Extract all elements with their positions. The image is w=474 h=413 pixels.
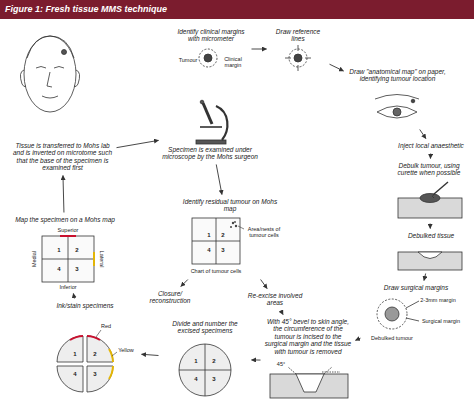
part-label: 45° [277, 361, 285, 367]
divided-specimen [179, 344, 231, 396]
flow-arrow [356, 338, 361, 340]
step-text: Debulk tumour, using curette when possib… [390, 162, 468, 177]
callout-number: 2 [212, 358, 215, 365]
flow-arrow [424, 274, 426, 281]
part-label: Superior [58, 227, 79, 233]
step-text: Draw reference lines [270, 28, 326, 43]
residual-tumour-map [192, 218, 244, 264]
part-label: Medial [31, 251, 37, 267]
step-text: Re-excise involved areas [242, 292, 308, 307]
callout-number: 2 [75, 247, 78, 254]
part-label: Inferior [59, 284, 76, 290]
step-node: With 45° bevel to skin angle, the circum… [262, 316, 354, 406]
callout-number: 4 [57, 266, 60, 273]
step-node: Debulked tissue [392, 230, 470, 272]
part-label: Surgical margin [422, 318, 460, 324]
flow-arrow [430, 224, 431, 229]
step-node: Debulk tumour, using curette when possib… [388, 160, 470, 222]
title-bar: Figure 1: Fresh tissue MMS technique [0, 0, 474, 19]
callout-number: 1 [57, 247, 60, 254]
part-label: Area/nests of tumour cells [245, 226, 283, 238]
step-node: Draw "anatomical map" on paper, identify… [345, 66, 450, 128]
flow-arrow [216, 164, 222, 194]
debulked-tissue-sketch [398, 252, 462, 270]
flow-arrow [73, 294, 74, 299]
step-text: Draw "anatomical map" on paper, identify… [347, 68, 448, 83]
patient-face [20, 36, 79, 112]
step-text: With 45° bevel to skin angle, the circum… [264, 318, 352, 355]
debulk-sketch [398, 182, 462, 218]
part-label: Tumour [179, 57, 198, 63]
callout-number: 4 [194, 376, 197, 383]
mohs-map [42, 236, 94, 282]
part-label: Red [101, 323, 111, 329]
flow-arrow [261, 280, 267, 289]
callout-number: 1 [207, 232, 210, 239]
flow-arrow [142, 354, 159, 355]
step-node: Re-excise involved areas [240, 290, 310, 309]
step-text: Draw surgical margins [364, 284, 468, 291]
flow-arrow [252, 359, 261, 360]
step-text: Tissue is transferred to Mohs lab and is… [12, 142, 113, 172]
reference-lines [285, 45, 311, 71]
callout-number: 3 [93, 371, 96, 378]
step-node: Draw reference lines [268, 26, 328, 72]
callout-number: 2 [93, 351, 96, 358]
step-text: Divide and number the excised specimens [162, 320, 248, 335]
flow-arrow [117, 140, 159, 147]
step-text: Closure/ reconstruction [142, 290, 198, 305]
callout-number: 2 [221, 232, 224, 239]
flow-arrow [430, 154, 431, 159]
figure-title: Figure 1: Fresh tissue MMS technique [0, 0, 474, 19]
flow-arrow [181, 280, 188, 287]
callout-number: 3 [75, 266, 78, 273]
part-label: Chart of tumour cells [191, 268, 242, 274]
microscope [196, 100, 227, 144]
callout-number: 1 [194, 358, 197, 365]
step-text: Identify residual tumour on Mohs map [177, 198, 283, 213]
bevel-sketch [270, 367, 348, 398]
callout-number: 3 [221, 247, 224, 254]
tumour-sketch [199, 49, 217, 67]
part-label: Yellow [118, 347, 134, 353]
callout-number: 1 [73, 351, 76, 358]
flow-arrow [252, 49, 267, 50]
part-label: Clinical margin [221, 56, 245, 68]
flow-arrow [62, 176, 64, 213]
step-text: Ink/stain specimens [32, 302, 138, 309]
part-label: 2-3mm margin [420, 297, 455, 303]
step-node: Tissue is transferred to Mohs lab and is… [10, 140, 115, 174]
step-text: Map the specimen on a Mohs map [12, 216, 118, 223]
eye-map [375, 95, 419, 119]
step-node: Inject local anaesthetic [392, 140, 470, 152]
step-text: Specimen is examined under microscope by… [162, 146, 258, 161]
step-text: Identify clinical margins with micromete… [174, 28, 248, 43]
flow-arrow [330, 64, 344, 71]
callout-number: 3 [212, 376, 215, 383]
callout-number: 4 [207, 247, 210, 254]
step-node: Closure/ reconstruction [140, 288, 200, 307]
callout-number: 4 [73, 371, 76, 378]
step-text: Inject local anaesthetic [394, 142, 468, 149]
step-node: Specimen is examined under microscope by… [160, 100, 260, 163]
surgical-margin-sketch [377, 299, 419, 329]
inked-specimen [57, 330, 117, 392]
step-node: Divide and number the excised specimens [160, 318, 250, 400]
step-text: Debulked tissue [394, 232, 468, 239]
part-label: Lateral [99, 251, 105, 268]
part-label: Debulked tumour [371, 335, 413, 341]
flow-arrow [281, 310, 283, 314]
flow-arrow [420, 130, 426, 139]
